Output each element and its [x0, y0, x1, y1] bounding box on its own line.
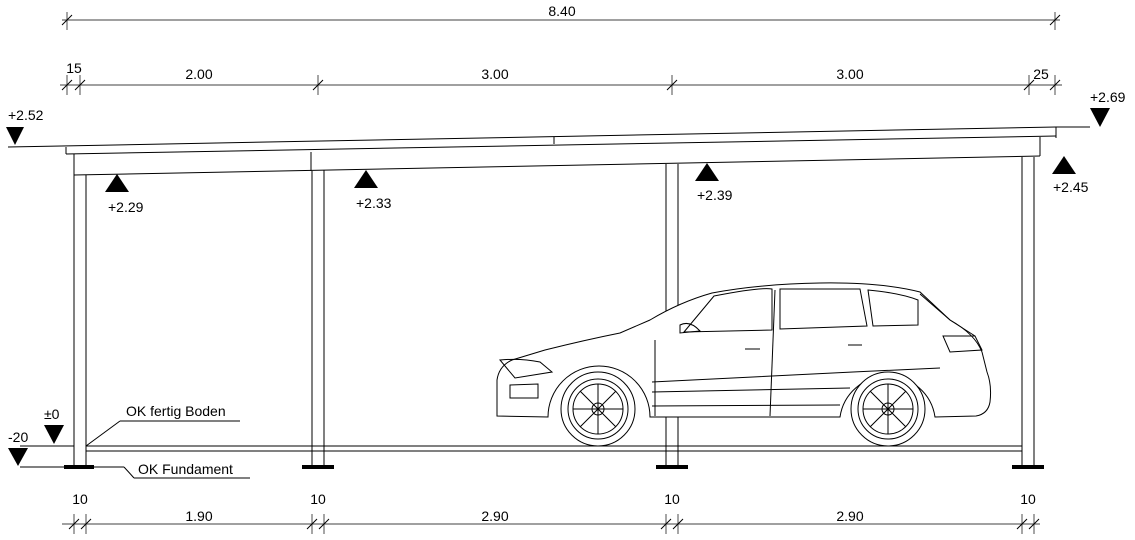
label-floor: OK fertig Boden — [126, 403, 226, 419]
level-marker-beam-1: +2.29 — [105, 174, 144, 215]
level-marker-beam-2: +2.33 — [354, 170, 392, 211]
dimension-post-4-label: 10 — [1020, 491, 1036, 507]
level-beam-1-label: +2.29 — [108, 199, 144, 215]
dimension-overall: 8.40 — [61, 3, 1061, 30]
level-roof-right-label: +2.69 — [1090, 89, 1126, 105]
car-illustration — [496, 282, 992, 418]
dimension-bottom-span-3-label: 2.90 — [836, 508, 863, 524]
level-marker-beam-4: +2.45 — [1052, 156, 1089, 195]
level-marker-beam-3: +2.39 — [695, 163, 733, 203]
level-marker-roof-left: +2.52 — [6, 107, 44, 145]
dimension-post-3-label: 10 — [664, 491, 680, 507]
dimension-span-3-label: 3.00 — [836, 66, 863, 82]
post-2 — [302, 170, 334, 469]
post-4 — [1012, 157, 1044, 469]
level-beam-4-label: +2.45 — [1053, 179, 1089, 195]
dimension-post-2-label: 10 — [310, 491, 326, 507]
car-wheel-rear — [850, 371, 926, 447]
dimension-overall-label: 8.40 — [548, 3, 575, 19]
level-marker-floor: ±0 — [44, 406, 64, 444]
car-wheel-front — [560, 371, 636, 447]
dimension-chain-bottom: 10 1.90 10 2.90 10 2.90 10 — [62, 491, 1040, 534]
level-beam-2-label: +2.33 — [356, 195, 392, 211]
beam — [73, 137, 1041, 176]
dimension-bottom-span-1-label: 1.90 — [185, 508, 212, 524]
roof — [7, 126, 1090, 155]
level-foundation-label: -20 — [8, 429, 28, 445]
dimension-bottom-span-2-label: 2.90 — [481, 508, 508, 524]
label-foundation: OK Fundament — [138, 461, 233, 477]
level-roof-left-label: +2.52 — [8, 107, 44, 123]
level-marker-foundation: -20 — [8, 429, 28, 466]
floor-lines — [20, 420, 1022, 479]
dimension-post-1-label: 10 — [72, 491, 88, 507]
level-beam-3-label: +2.39 — [697, 187, 733, 203]
level-floor-label: ±0 — [44, 406, 60, 422]
dimension-span-1-label: 2.00 — [185, 66, 212, 82]
dimension-chain-top: 15 2.00 3.00 3.00 25 — [60, 60, 1062, 95]
dimension-edge-right-label: 25 — [1033, 66, 1049, 82]
level-marker-roof-right: +2.69 — [1090, 89, 1126, 127]
dimension-span-2-label: 3.00 — [481, 66, 508, 82]
post-1 — [64, 175, 94, 469]
dimension-edge-left-label: 15 — [66, 60, 82, 76]
